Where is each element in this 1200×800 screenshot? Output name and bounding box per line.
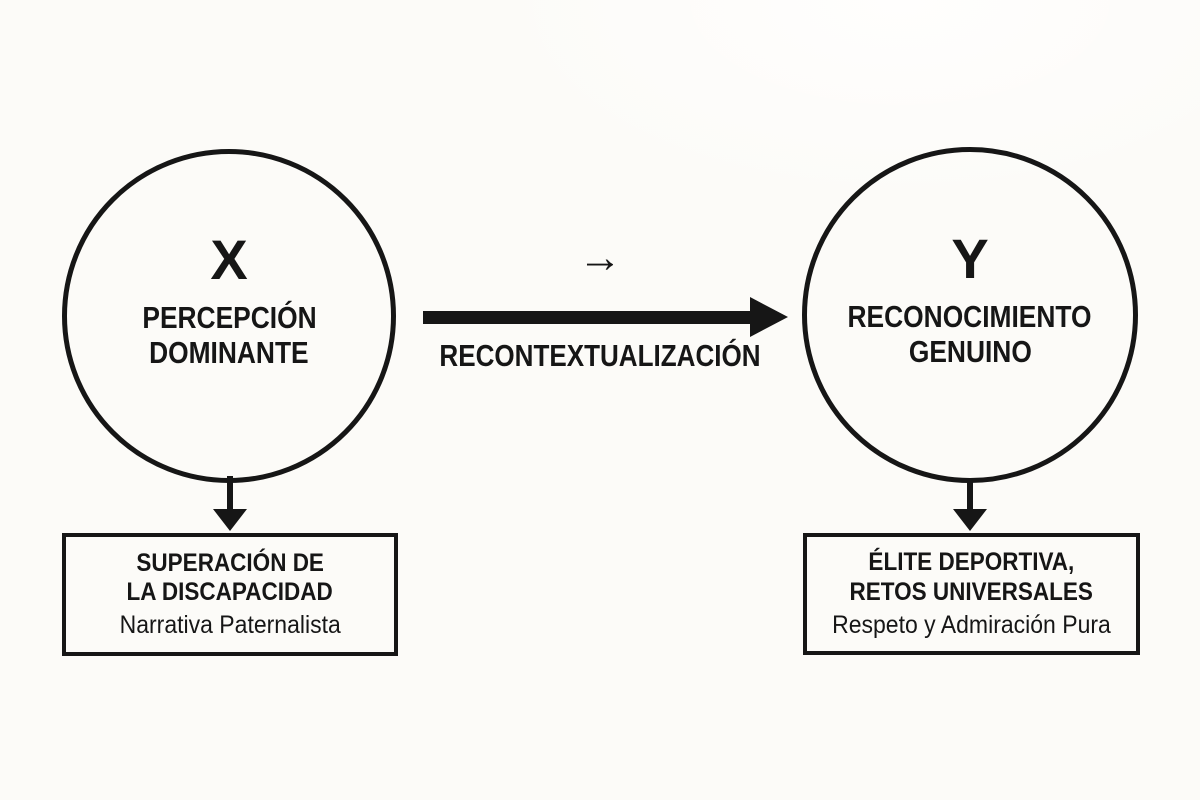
variable-x-label: X: [210, 227, 248, 291]
node-circle-x: X PERCEPCIÓN DOMINANTE: [62, 149, 396, 483]
right-arrow-icon: →: [578, 233, 622, 282]
connector-right-stem: [967, 479, 973, 512]
variable-y-label: Y: [951, 226, 989, 290]
node-x-title-line2: DOMINANTE: [149, 335, 309, 370]
node-x-title-line1: PERCEPCIÓN: [141, 299, 317, 335]
outcome-y-subtitle: Respeto y Admiración Pura: [832, 610, 1111, 639]
connector-left-stem: [227, 476, 233, 512]
outcome-x-bold-line2: LA DISCAPACIDAD: [126, 578, 334, 607]
outcome-box-x: SUPERACIÓN DE LA DISCAPACIDAD Narrativa …: [62, 533, 398, 656]
transition-label: RECONTEXTUALIZACIÓN: [439, 338, 761, 373]
outcome-x-bold-line1: SUPERACIÓN DE: [136, 548, 324, 577]
node-y-title-line1: RECONOCIMIENTO: [847, 298, 1093, 334]
transformation-arrowhead-icon: [750, 297, 788, 337]
connector-right-arrowhead-icon: [953, 509, 987, 531]
outcome-y-bold-line2: RETOS UNIVERSALES: [849, 577, 1094, 606]
node-circle-y: Y RECONOCIMIENTO GENUINO: [802, 147, 1138, 483]
outcome-y-bold-line1: ÉLITE DEPORTIVA,: [868, 548, 1075, 577]
node-y-title-line2: GENUINO: [908, 334, 1032, 369]
connector-left-arrowhead-icon: [213, 509, 247, 531]
outcome-box-y: ÉLITE DEPORTIVA, RETOS UNIVERSALES Respe…: [803, 533, 1140, 655]
outcome-x-subtitle: Narrativa Paternalista: [119, 611, 341, 640]
transformation-arrow-shaft: [423, 311, 753, 324]
